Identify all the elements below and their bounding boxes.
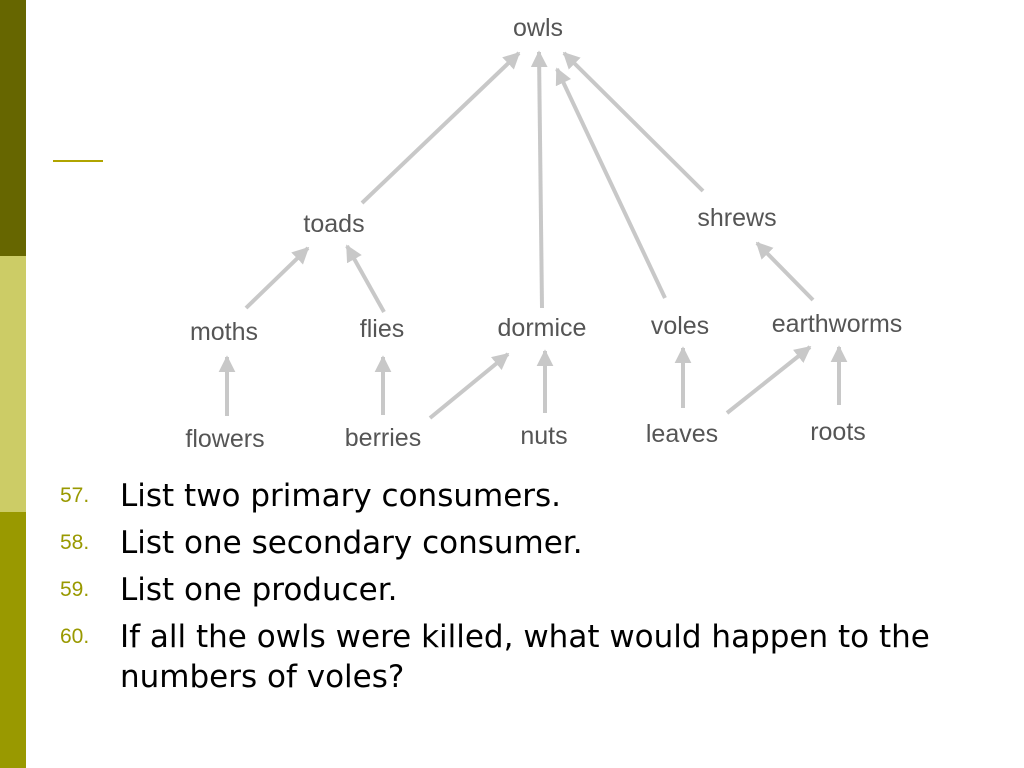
question-number: 60.	[60, 625, 90, 648]
question-list: 57. List two primary consumers. 58. List…	[60, 476, 980, 704]
node-dormice: dormice	[498, 314, 587, 342]
question-number: 58.	[60, 531, 90, 554]
question-text: List one secondary consumer.	[120, 525, 583, 561]
side-bar-middle	[0, 256, 26, 512]
question-item: 60. If all the owls were killed, what wo…	[60, 617, 980, 697]
arrow-moths-to-toads	[244, 246, 310, 310]
arrow-leaves-to-earthworms	[725, 345, 812, 415]
question-item: 59. List one producer.	[60, 570, 980, 610]
node-owls: owls	[513, 14, 563, 42]
question-item: 58. List one secondary consumer.	[60, 523, 980, 563]
question-text: List one producer.	[120, 572, 398, 608]
arrow-berries-to-dormice	[428, 352, 510, 420]
arrow-dormice-to-owls	[530, 50, 548, 309]
side-bar-top	[0, 0, 26, 256]
node-leaves: leaves	[646, 420, 718, 448]
question-text: List two primary consumers.	[120, 478, 562, 514]
arrow-flies-to-toads	[345, 244, 386, 313]
question-number: 59.	[60, 578, 90, 601]
node-shrews: shrews	[697, 204, 776, 232]
question-text: If all the owls were killed, what would …	[120, 619, 930, 695]
node-roots: roots	[810, 418, 866, 446]
question-number: 57.	[60, 484, 90, 507]
side-bar-bottom	[0, 512, 26, 768]
arrow-toads-to-owls	[360, 51, 521, 205]
arrow-shrews-to-owls	[562, 51, 705, 193]
node-earthworms: earthworms	[772, 310, 903, 338]
accent-rule	[53, 160, 103, 162]
question-item: 57. List two primary consumers.	[60, 476, 980, 516]
node-toads: toads	[303, 210, 364, 238]
arrow-layer	[218, 50, 848, 420]
node-moths: moths	[190, 318, 258, 346]
node-flowers: flowers	[185, 425, 264, 453]
node-voles: voles	[651, 312, 709, 340]
food-web-diagram: owls toads shrews moths flies dormice vo…	[185, 14, 902, 453]
arrow-earthworms-to-shrews	[755, 241, 815, 302]
node-berries: berries	[345, 424, 421, 452]
node-flies: flies	[360, 315, 404, 343]
label-layer: owls toads shrews moths flies dormice vo…	[185, 14, 902, 453]
node-nuts: nuts	[520, 422, 567, 450]
arrow-voles-to-owls	[555, 67, 667, 299]
